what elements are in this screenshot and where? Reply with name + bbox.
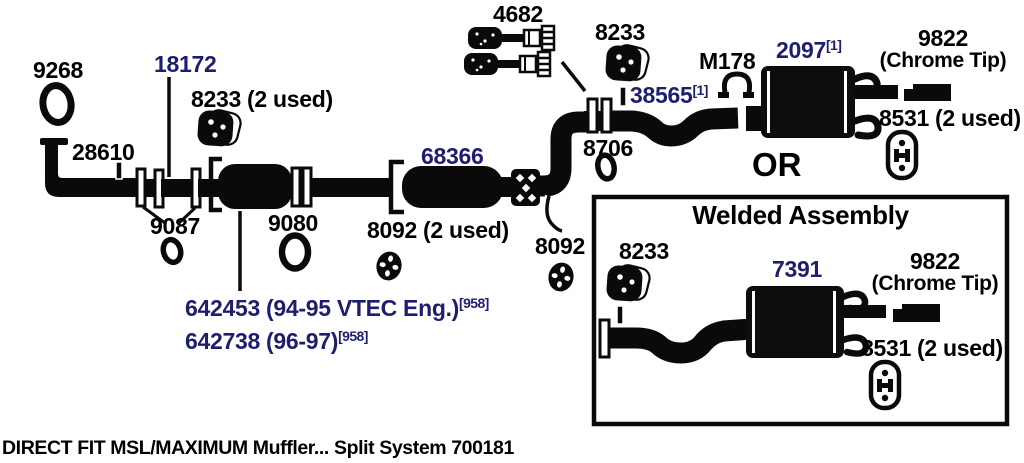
pipe-ring-gasket-icon <box>160 236 184 266</box>
part-label-4682: 4682 <box>493 1 543 27</box>
rubber-insulator-icon <box>545 260 577 294</box>
part-label-38565: 38565[1] <box>630 82 708 108</box>
part-label-9822-welded: 9822 (Chrome Tip) <box>856 248 1014 296</box>
flange-joint-rear <box>584 97 613 134</box>
pointer-lines <box>142 60 587 291</box>
intermediate-pipe <box>311 111 590 235</box>
part-label-8233-mid: 8233 <box>595 19 645 45</box>
pipe-ring-gasket-icon <box>595 152 617 182</box>
pipe-ring-gasket-icon <box>39 82 75 126</box>
spring-bolt-icon <box>462 50 552 78</box>
part-label-9822: 9822 (Chrome Tip) <box>864 25 1022 73</box>
flex-coupling-icon <box>511 169 540 206</box>
footnote-sup: [958] <box>459 295 489 311</box>
part-label-9080: 9080 <box>268 210 318 236</box>
flange-gasket-icon <box>195 107 244 149</box>
pipe-ring-gasket-icon <box>278 232 312 272</box>
flange-gasket-icon <box>603 42 652 84</box>
bracket-icon <box>388 159 404 215</box>
part-number: 9822 <box>910 248 960 274</box>
muffler-2097 <box>746 66 951 140</box>
hanger-pin-icon <box>616 305 624 325</box>
part-label-8531-welded: 8531 (2 used) <box>861 335 1003 361</box>
u-clamp-icon <box>718 71 754 98</box>
part-label-8092-front: 8092 (2 used) <box>367 217 509 243</box>
part-label-2097: 2097[1] <box>776 37 842 63</box>
front-resonator <box>198 164 292 209</box>
diagram-caption: DIRECT FIT MSL/MAXIMUM Muffler... Split … <box>2 437 514 459</box>
part-label-68366: 68366 <box>421 143 484 169</box>
footnote-sup: [958] <box>338 328 368 344</box>
footnote-sup: [1] <box>825 37 842 53</box>
part-label-642453: 642453 (94-95 VTEC Eng.)[958] <box>185 295 489 321</box>
part-number: 9822 <box>918 25 968 51</box>
rubber-insulator-icon <box>373 249 405 283</box>
flange-joint-mid <box>288 166 316 208</box>
part-label-8531: 8531 (2 used) <box>879 105 1021 131</box>
flange-plate-icon <box>598 318 611 359</box>
part-label-m178: M178 <box>699 48 756 74</box>
part-number: 2097 <box>776 37 826 63</box>
part-label-8706: 8706 <box>583 135 633 161</box>
chrome-tip-icon <box>893 304 940 322</box>
hanger-pin-icon <box>115 161 123 180</box>
chrome-tip-icon <box>904 84 951 101</box>
welded-assembly-art <box>598 262 940 408</box>
part-label-18172: 18172 <box>154 51 217 77</box>
part-label-642738: 642738 (96-97)[958] <box>185 328 368 354</box>
part-note: (Chrome Tip) <box>879 49 1007 73</box>
part-label-8092-rear: 8092 <box>535 233 585 259</box>
part-label-8233-front: 8233 (2 used) <box>191 86 333 112</box>
hanger-rod-icon <box>545 195 563 233</box>
part-note: (Chrome Tip) <box>871 272 999 296</box>
part-label-7391: 7391 <box>772 256 822 282</box>
part-label-9268: 9268 <box>33 57 83 83</box>
welded-assembly-title: Welded Assembly <box>692 200 909 230</box>
s-pipe-38565 <box>611 107 739 147</box>
front-pipe <box>40 138 140 197</box>
part-label-8233-welded: 8233 <box>619 238 669 264</box>
hanger-pin-icon <box>619 86 627 107</box>
part-number: 642453 (94-95 VTEC Eng.) <box>185 295 460 321</box>
rubber-hanger-icon <box>871 362 899 408</box>
part-label-9087: 9087 <box>150 213 200 239</box>
spring-bolt-icon <box>466 24 556 52</box>
part-number: 38565 <box>630 82 693 108</box>
footnote-sup: [1] <box>692 82 708 98</box>
part-number: 642738 (96-97) <box>185 328 339 354</box>
flange-joint-front <box>135 156 222 213</box>
rubber-hanger-icon <box>888 132 916 178</box>
or-divider: OR <box>752 146 802 183</box>
part-label-28610: 28610 <box>72 139 135 165</box>
